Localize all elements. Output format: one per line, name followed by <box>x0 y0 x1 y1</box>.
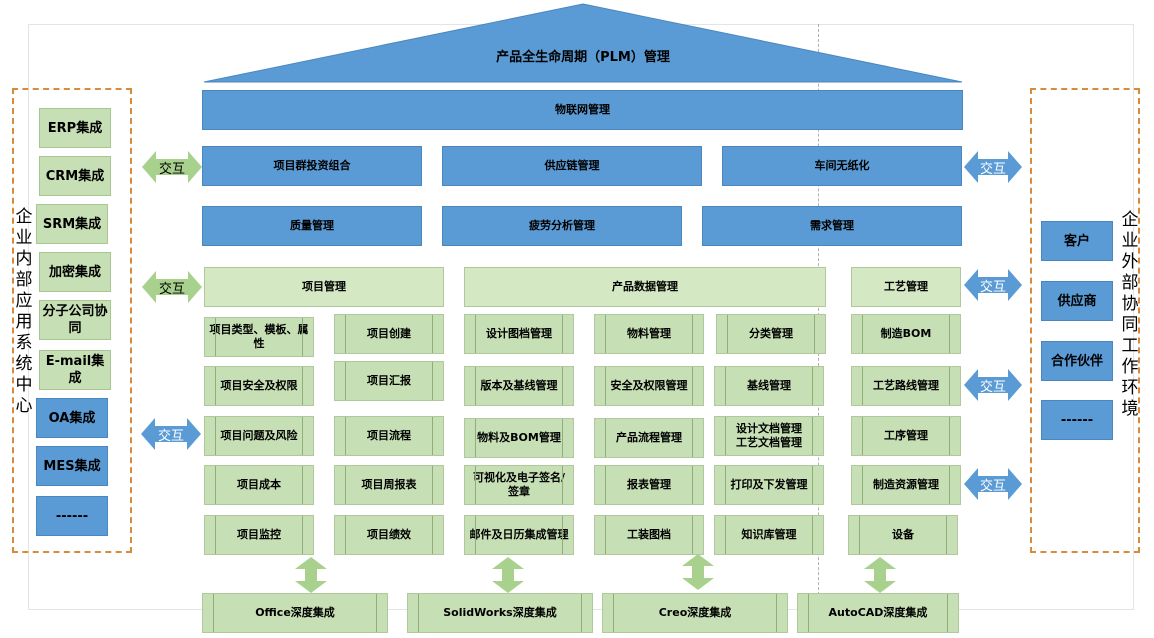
project-portfolio[interactable]: 项目群投资组合 <box>202 146 422 186</box>
left-item-subsidiary[interactable]: 分子公司协同 <box>39 300 111 340</box>
pdm-cell[interactable]: 设计文档管理 工艺文档管理 <box>714 416 824 456</box>
double-arrow-vertical-icon <box>682 554 714 590</box>
right-panel-title: 企业外部协同工作环境 <box>1121 210 1139 419</box>
header-project[interactable]: 项目管理 <box>204 267 444 307</box>
double-arrow-vertical-icon <box>492 557 524 593</box>
project-cell[interactable]: 项目创建 <box>334 314 444 354</box>
pdm-cell[interactable]: 基线管理 <box>714 366 824 406</box>
interaction-label: 交互 <box>158 161 185 177</box>
interaction-label: 交互 <box>157 428 184 444</box>
interaction-arrow-blue: 交互 <box>963 150 1023 184</box>
left-item-mes[interactable]: MES集成 <box>36 446 108 486</box>
left-panel <box>12 88 132 553</box>
iot-management[interactable]: 物联网管理 <box>202 90 963 130</box>
header-process[interactable]: 工艺管理 <box>851 267 961 307</box>
interaction-label: 交互 <box>979 478 1006 494</box>
left-item-encryption[interactable]: 加密集成 <box>39 252 111 292</box>
project-cell[interactable]: 项目周报表 <box>334 465 444 505</box>
interaction-label: 交互 <box>979 279 1006 295</box>
pdm-cell[interactable]: 知识库管理 <box>714 515 824 555</box>
interaction-arrow-blue: 交互 <box>140 417 202 451</box>
pdm-cell[interactable]: 物料管理 <box>594 314 704 354</box>
pdm-cell[interactable]: 产品流程管理 <box>594 418 704 458</box>
left-item-erp[interactable]: ERP集成 <box>39 108 111 148</box>
project-cell[interactable]: 项目监控 <box>204 515 314 555</box>
pdm-cell[interactable]: 打印及下发管理 <box>714 465 824 505</box>
pdm-cell[interactable]: 设计图档管理 <box>464 314 574 354</box>
interaction-arrow-blue: 交互 <box>963 467 1023 501</box>
right-item-partner[interactable]: 合作伙伴 <box>1041 341 1113 381</box>
pdm-cell[interactable]: 分类管理 <box>716 314 826 354</box>
project-cell[interactable]: 项目流程 <box>334 416 444 456</box>
pdm-cell[interactable]: 报表管理 <box>594 465 704 505</box>
fatigue-analysis[interactable]: 疲劳分析管理 <box>442 206 682 246</box>
plm-title: 产品全生命周期（PLM）管理 <box>496 50 670 65</box>
quality-management[interactable]: 质量管理 <box>202 206 422 246</box>
pdm-cell[interactable]: 版本及基线管理 <box>464 366 574 406</box>
process-cell[interactable]: 工艺路线管理 <box>851 366 961 406</box>
header-pdm[interactable]: 产品数据管理 <box>464 267 826 307</box>
pdm-cell[interactable]: 可视化及电子签名/签章 <box>464 465 574 505</box>
right-item-more[interactable]: ------ <box>1041 400 1113 440</box>
requirement-management[interactable]: 需求管理 <box>702 206 962 246</box>
process-cell[interactable]: 设备 <box>848 515 958 555</box>
left-item-srm[interactable]: SRM集成 <box>36 204 108 244</box>
right-panel <box>1030 88 1140 553</box>
left-item-more[interactable]: ------ <box>36 496 108 536</box>
process-cell[interactable]: 工序管理 <box>851 416 961 456</box>
project-cell[interactable]: 项目问题及风险 <box>204 416 314 456</box>
interaction-arrow-blue: 交互 <box>963 368 1023 402</box>
supply-chain[interactable]: 供应链管理 <box>442 146 702 186</box>
interaction-label: 交互 <box>158 281 185 297</box>
project-cell[interactable]: 项目安全及权限 <box>204 366 314 406</box>
paperless-workshop[interactable]: 车间无纸化 <box>722 146 962 186</box>
process-cell[interactable]: 制造资源管理 <box>851 465 961 505</box>
interaction-label: 交互 <box>979 161 1006 177</box>
interaction-arrow-blue: 交互 <box>963 268 1023 302</box>
right-item-supplier[interactable]: 供应商 <box>1041 281 1113 321</box>
integration-creo[interactable]: Creo深度集成 <box>602 593 788 633</box>
pdm-cell[interactable]: 物料及BOM管理 <box>464 418 574 458</box>
integration-autocad[interactable]: AutoCAD深度集成 <box>797 593 959 633</box>
project-cell[interactable]: 项目绩效 <box>334 515 444 555</box>
left-panel-title: 企业内部应用系统中心 <box>15 207 33 416</box>
pdm-cell[interactable]: 邮件及日历集成管理 <box>464 515 574 555</box>
double-arrow-vertical-icon <box>864 557 896 593</box>
pdm-cell[interactable]: 工装图档 <box>594 515 704 555</box>
pdm-cell[interactable]: 安全及权限管理 <box>594 366 704 406</box>
integration-solidworks[interactable]: SolidWorks深度集成 <box>407 593 593 633</box>
project-cell[interactable]: 项目汇报 <box>334 361 444 401</box>
interaction-arrow-green: 交互 <box>141 270 203 304</box>
double-arrow-vertical-icon <box>295 557 327 593</box>
project-cell[interactable]: 项目类型、模板、属性 <box>204 317 314 357</box>
process-cell[interactable]: 制造BOM <box>851 314 961 354</box>
right-item-customer[interactable]: 客户 <box>1041 221 1113 261</box>
project-cell[interactable]: 项目成本 <box>204 465 314 505</box>
interaction-label: 交互 <box>979 379 1006 395</box>
interaction-arrow-green: 交互 <box>141 150 203 184</box>
left-item-crm[interactable]: CRM集成 <box>39 156 111 196</box>
plm-roof <box>203 3 963 83</box>
integration-office[interactable]: Office深度集成 <box>202 593 388 633</box>
left-item-oa[interactable]: OA集成 <box>36 398 108 438</box>
left-item-email[interactable]: E-mail集成 <box>39 350 111 390</box>
